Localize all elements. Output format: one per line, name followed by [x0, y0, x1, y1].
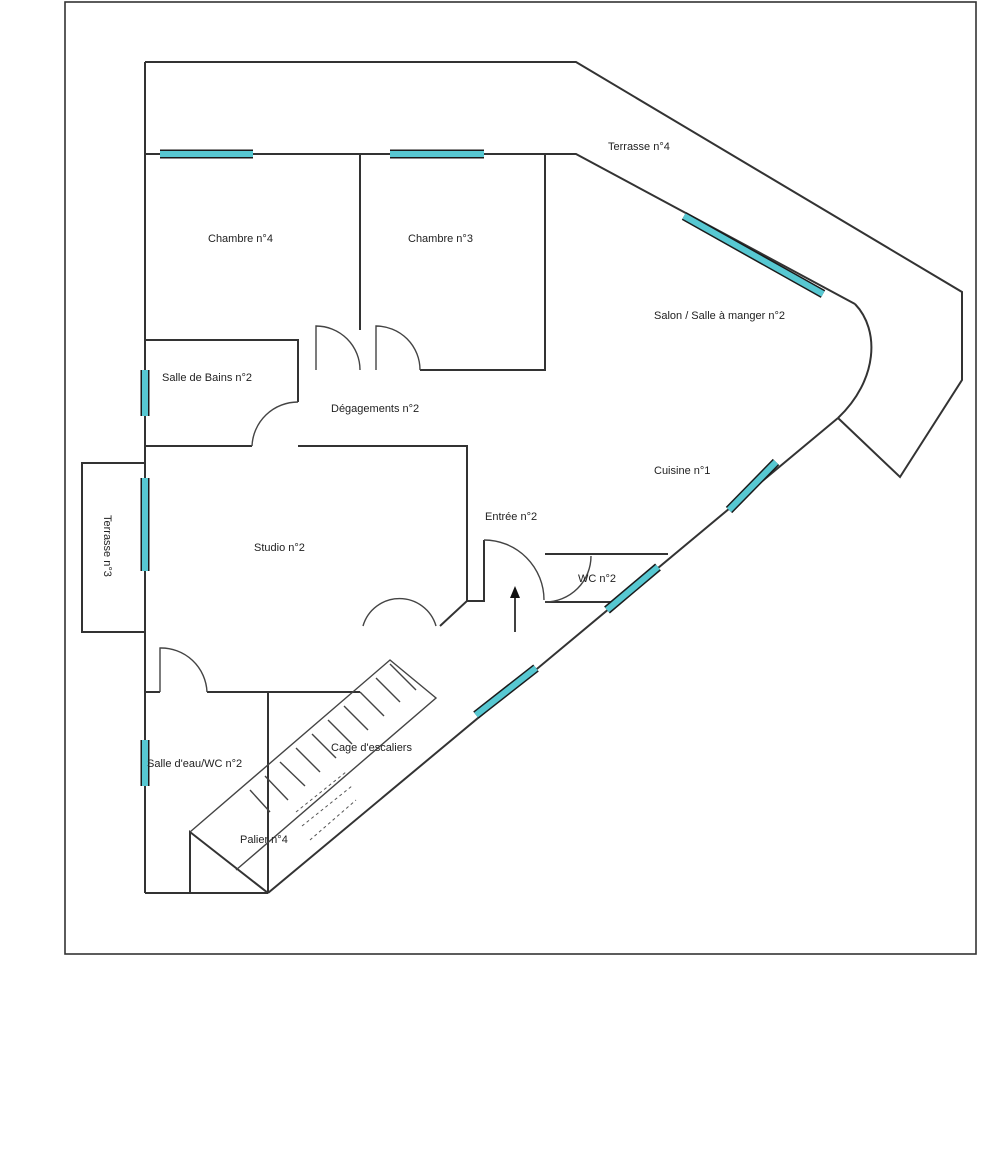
room-label-salle-d-eau: Salle d'eau/WC n°2: [147, 758, 242, 770]
windows: [140, 149, 826, 786]
window-symbol-fill: [726, 459, 779, 513]
room-label-salle-de-bains: Salle de Bains n°2: [162, 372, 252, 384]
door-swing-symbol: [375, 325, 421, 371]
door-swing-symbol: [483, 539, 545, 601]
window-symbol-fill: [682, 213, 825, 297]
doors: [159, 325, 592, 693]
door-swing-symbol: [362, 597, 437, 627]
plan-frame: [64, 1, 977, 955]
window-symbol-fill: [474, 665, 538, 718]
door-swing-symbol: [315, 325, 361, 371]
room-label-cuisine: Cuisine n°1: [654, 465, 710, 477]
door-swing-symbol: [544, 555, 592, 603]
room-label-palier: Palier n°4: [240, 834, 288, 846]
room-label-studio: Studio n°2: [254, 542, 305, 554]
room-label-cage-escaliers: Cage d'escaliers: [331, 742, 412, 754]
room-label-entree: Entrée n°2: [485, 511, 537, 523]
room-label-terrasse-3: Terrasse n°3: [101, 515, 113, 577]
room-label-wc: WC n°2: [578, 573, 616, 585]
door-swing-symbol: [251, 401, 299, 447]
arrow-up-icon: [510, 586, 520, 632]
staircase: [189, 659, 438, 871]
room-label-degagements: Dégagements n°2: [331, 403, 419, 415]
room-label-salon: Salon / Salle à manger n°2: [654, 310, 785, 322]
room-label-terrasse-4: Terrasse n°4: [608, 141, 670, 153]
window-symbol-fill: [605, 564, 660, 613]
room-label-chambre-3: Chambre n°3: [408, 233, 473, 245]
room-label-chambre-4: Chambre n°4: [208, 233, 273, 245]
door-swing-symbol: [159, 647, 208, 693]
